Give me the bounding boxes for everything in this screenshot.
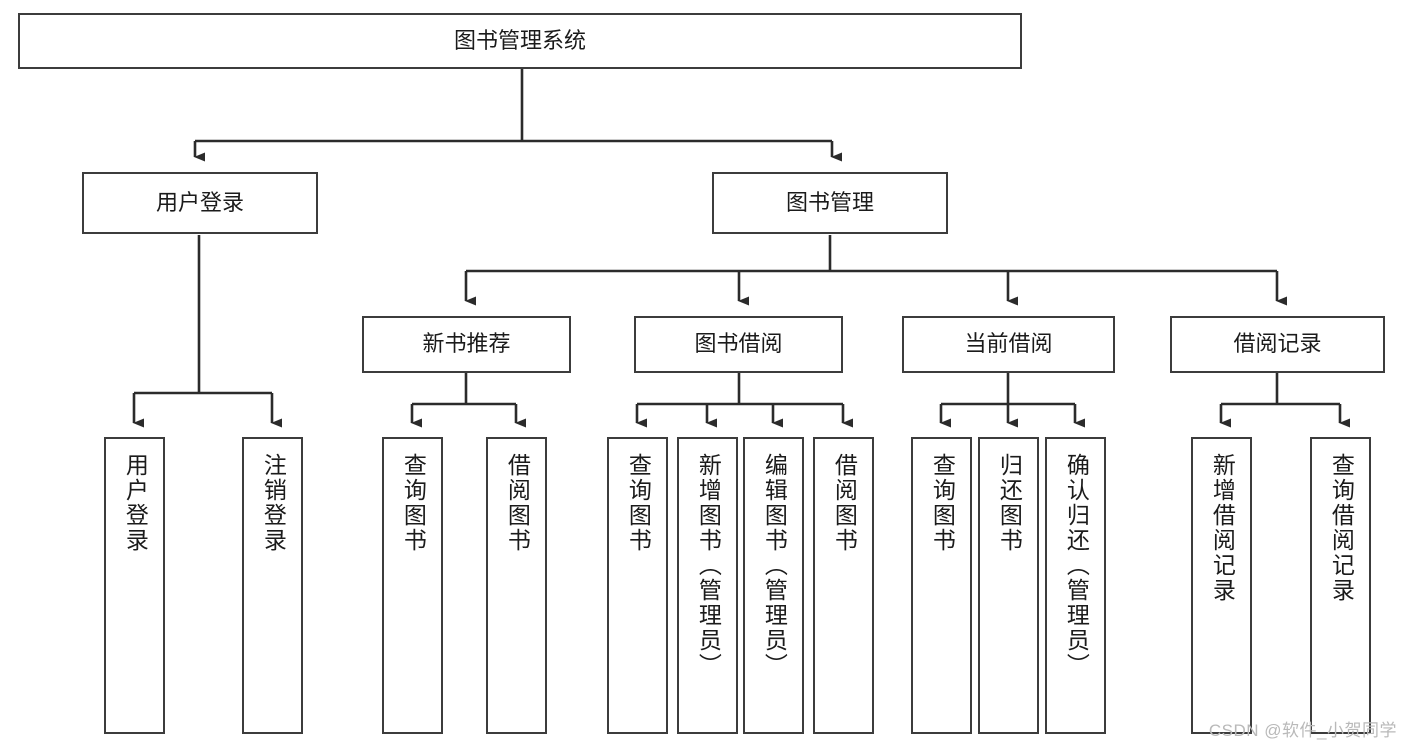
leaf-edit-book[interactable]: 编辑图书（管理员）: [743, 437, 804, 734]
leaf-query-book-current[interactable]: 查询图书: [911, 437, 972, 734]
node-label: 借阅记录: [1233, 331, 1322, 357]
leaf-query-book-recommend[interactable]: 查询图书: [382, 437, 443, 734]
node-label: 当前借阅: [964, 331, 1053, 357]
node-label: 图书借阅: [694, 331, 783, 357]
node-label: 借阅图书: [504, 453, 531, 553]
node-label: 新增借阅记录: [1209, 453, 1236, 603]
leaf-add-borrow-record[interactable]: 新增借阅记录: [1191, 437, 1252, 734]
node-label: 查询借阅记录: [1328, 453, 1355, 603]
node-label: 新书推荐: [422, 331, 511, 357]
leaf-query-borrow-record[interactable]: 查询借阅记录: [1310, 437, 1371, 734]
node-user-login[interactable]: 用户登录: [82, 172, 318, 234]
node-label: 注销登录: [260, 453, 287, 553]
node-book-manage[interactable]: 图书管理: [712, 172, 948, 234]
node-label: 查询图书: [400, 453, 427, 553]
node-new-book-recommend[interactable]: 新书推荐: [362, 316, 571, 373]
leaf-return-book[interactable]: 归还图书: [978, 437, 1039, 734]
node-label: 新增图书（管理员）: [695, 453, 722, 678]
node-current-borrow[interactable]: 当前借阅: [902, 316, 1115, 373]
node-label: 用户登录: [155, 189, 244, 215]
node-borrow-record[interactable]: 借阅记录: [1170, 316, 1385, 373]
csdn-watermark: CSDN @软件_小贺同学: [1208, 721, 1397, 740]
node-label: 归还图书: [996, 453, 1023, 553]
node-book-borrow[interactable]: 图书借阅: [634, 316, 843, 373]
leaf-query-book-borrow[interactable]: 查询图书: [607, 437, 668, 734]
node-root-system[interactable]: 图书管理系统: [18, 13, 1022, 69]
node-label: 借阅图书: [831, 453, 858, 553]
leaf-add-book[interactable]: 新增图书（管理员）: [677, 437, 738, 734]
leaf-borrow-book-recommend[interactable]: 借阅图书: [486, 437, 547, 734]
node-label: 用户登录: [122, 453, 149, 553]
node-label: 查询图书: [929, 453, 956, 553]
node-label: 编辑图书（管理员）: [761, 453, 788, 678]
node-label: 查询图书: [625, 453, 652, 553]
leaf-user-login[interactable]: 用户登录: [104, 437, 165, 734]
leaf-confirm-return[interactable]: 确认归还（管理员）: [1045, 437, 1106, 734]
leaf-borrow-book[interactable]: 借阅图书: [813, 437, 874, 734]
node-label: 图书管理系统: [453, 27, 586, 53]
node-label: 确认归还（管理员）: [1063, 453, 1090, 678]
node-label: 图书管理: [785, 189, 874, 215]
leaf-logout-login[interactable]: 注销登录: [242, 437, 303, 734]
